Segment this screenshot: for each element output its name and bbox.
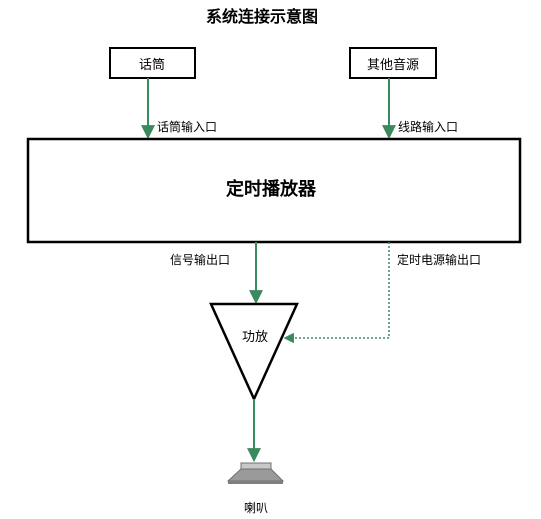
speaker-top bbox=[240, 462, 272, 470]
timer-player-box bbox=[26, 137, 522, 244]
timer-power-output-label: 定时电源输出口 bbox=[397, 252, 481, 267]
line-input-label: 线路输入口 bbox=[398, 119, 458, 134]
amplifier-node: 功放 bbox=[209, 302, 299, 403]
signal-output-label: 信号输出口 bbox=[170, 252, 230, 267]
microphone-node: 话筒 bbox=[109, 47, 196, 79]
other-source-node: 其他音源 bbox=[349, 47, 437, 79]
power-to-amplifier-connector bbox=[283, 242, 390, 344]
microphone-box bbox=[109, 47, 196, 79]
timer-player-node: 定时播放器 bbox=[26, 137, 522, 244]
speaker-label: 喇叭 bbox=[244, 500, 268, 515]
speaker-base bbox=[228, 481, 283, 484]
microphone-label: 话筒 bbox=[139, 57, 165, 73]
diagram-title: 系统连接示意图 bbox=[206, 7, 318, 26]
timer-player-label: 定时播放器 bbox=[226, 178, 317, 200]
mic-input-label: 话筒输入口 bbox=[157, 119, 217, 134]
amplifier-label: 功放 bbox=[242, 330, 268, 345]
other-source-box bbox=[349, 47, 437, 79]
amplifier-triangle bbox=[209, 302, 299, 403]
speaker-icon bbox=[226, 462, 285, 484]
other-source-label: 其他音源 bbox=[367, 57, 419, 73]
speaker-cone bbox=[226, 468, 285, 482]
